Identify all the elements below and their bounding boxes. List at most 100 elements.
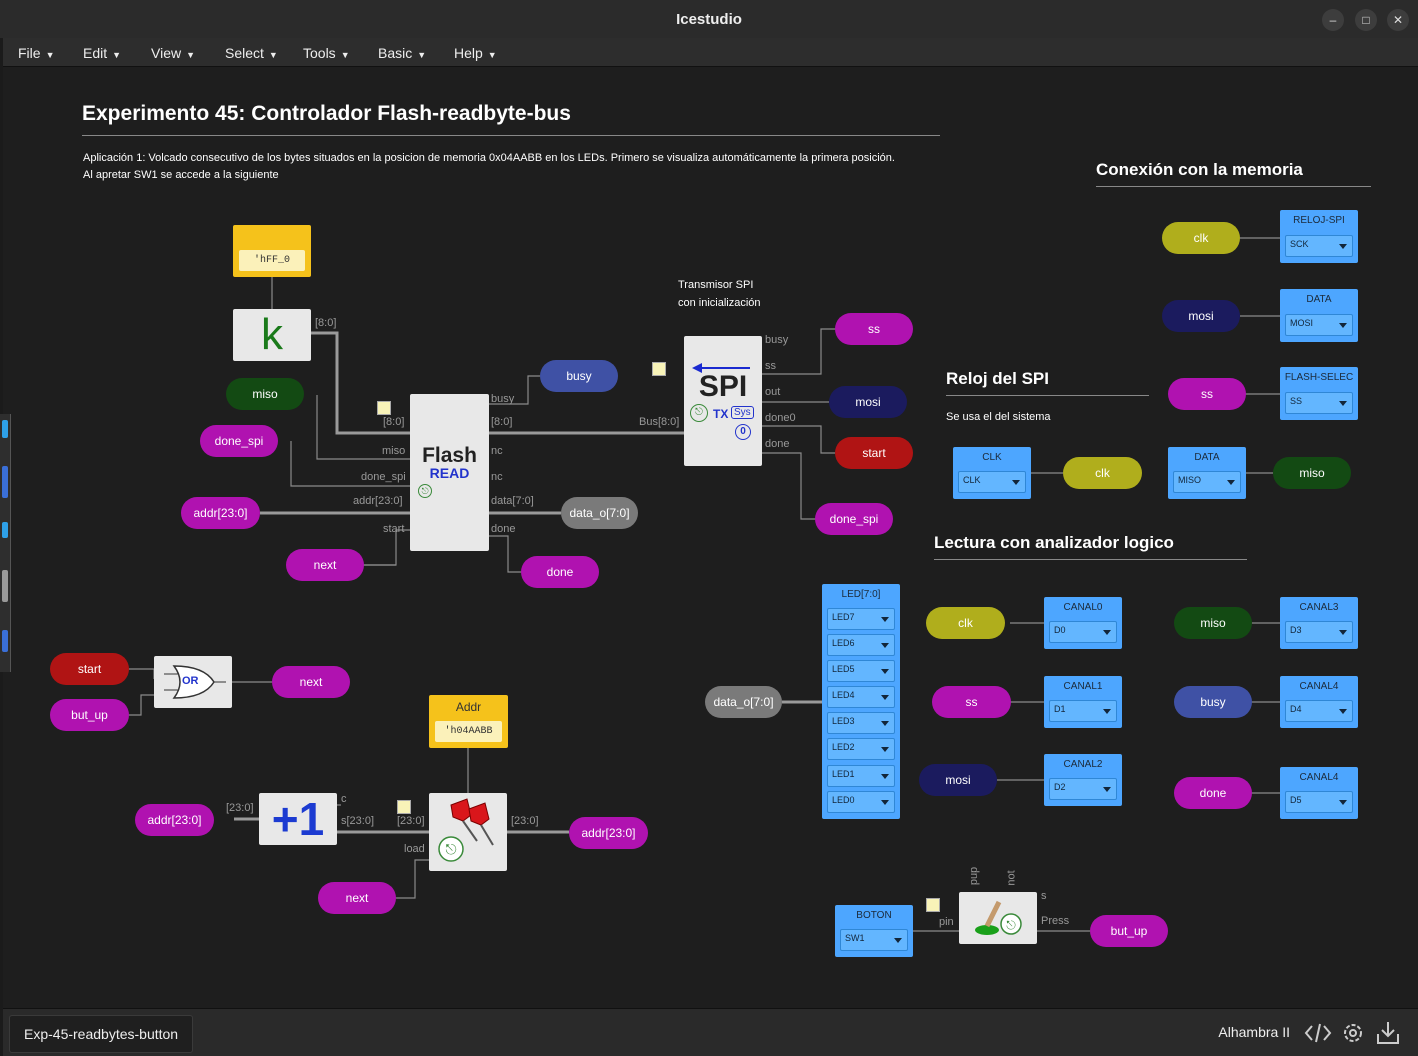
pin-canal0-select[interactable]: D0 (1049, 621, 1117, 643)
flash-read-block[interactable]: Flash READ ⎋ (410, 394, 489, 551)
or-gate-block[interactable]: OR (154, 656, 232, 708)
increment-block[interactable]: +1 (259, 793, 337, 845)
upload-icon[interactable] (1373, 1018, 1403, 1048)
label-mosi[interactable]: mosi (829, 386, 907, 418)
pin-canal3[interactable]: CANAL3 D3 (1280, 597, 1358, 649)
label-mosi-mem[interactable]: mosi (1162, 300, 1240, 332)
register-block[interactable]: ⎋ (429, 793, 507, 871)
reg-clock-pin (397, 800, 411, 814)
constant-value-addr[interactable]: 'h04AABB (435, 721, 502, 742)
led-select-4[interactable]: LED4 (827, 686, 895, 708)
label-next[interactable]: next (286, 549, 364, 581)
label-clk-mem[interactable]: clk (1162, 222, 1240, 254)
label-next-load[interactable]: next (318, 882, 396, 914)
label-start-or[interactable]: start (50, 653, 129, 685)
label-done-spi[interactable]: done_spi (200, 425, 278, 457)
label-next-or[interactable]: next (272, 666, 350, 698)
label-addr-reg[interactable]: addr[23:0] (569, 817, 648, 849)
led-select-5[interactable]: LED5 (827, 660, 895, 682)
k-block[interactable]: k (233, 309, 311, 361)
label-addr[interactable]: addr[23:0] (181, 497, 260, 529)
pin-flash-selec-select[interactable]: SS (1285, 392, 1353, 414)
svg-text:⎋: ⎋ (445, 842, 456, 858)
flash-in-miso: miso (382, 445, 406, 457)
menu-edit[interactable]: Edit▼ (83, 45, 122, 61)
pin-canal1-select[interactable]: D1 (1049, 700, 1117, 722)
pin-canal4-d5[interactable]: CANAL4 D5 (1280, 767, 1358, 819)
label-ss-canal1[interactable]: ss (932, 686, 1011, 718)
label-but-up-out[interactable]: but_up (1090, 915, 1168, 947)
pin-canal0[interactable]: CANAL0 D0 (1044, 597, 1122, 649)
pin-data-mosi-select[interactable]: MOSI (1285, 314, 1353, 336)
constant-value[interactable]: 'hFF_0 (239, 250, 305, 271)
pin-canal3-select[interactable]: D3 (1285, 621, 1353, 643)
label-addr-inc[interactable]: addr[23:0] (135, 804, 214, 836)
board-name[interactable]: Alhambra II (1218, 1024, 1290, 1040)
label-done-canal4[interactable]: done (1174, 777, 1252, 809)
gear-icon[interactable] (1338, 1018, 1368, 1048)
label-miso-canal3[interactable]: miso (1174, 607, 1252, 639)
spi-in-bus: Bus[8:0] (639, 416, 680, 428)
pin-flash-selec[interactable]: FLASH-SELEC SS (1280, 367, 1358, 420)
label-mosi-canal2[interactable]: mosi (919, 764, 997, 796)
label-busy-canal4[interactable]: busy (1174, 686, 1252, 718)
menu-help[interactable]: Help▼ (454, 45, 497, 61)
led-bus-pin[interactable]: LED[7:0] LED7 LED6 LED5 LED4 LED3 LED2 L… (822, 584, 900, 819)
description-line-2: Al apretar SW1 se accede a la siguiente (83, 169, 279, 181)
pin-reloj-spi[interactable]: RELOJ-SPI SCK (1280, 210, 1358, 263)
maximize-icon[interactable]: □ (1355, 9, 1377, 31)
label-data-o-led[interactable]: data_o[7:0] (705, 686, 782, 718)
led-select-6[interactable]: LED6 (827, 634, 895, 656)
menu-basic[interactable]: Basic▼ (378, 45, 427, 61)
pin-boton[interactable]: BOTON SW1 (835, 905, 913, 957)
pin-boton-select[interactable]: SW1 (840, 929, 908, 951)
window-titlebar: Icestudio – □ ✕ (0, 0, 1418, 38)
constant-block-addr[interactable]: Addr 'h04AABB (429, 695, 508, 748)
close-icon[interactable]: ✕ (1387, 9, 1409, 31)
pin-canal4-d4[interactable]: CANAL4 D4 (1280, 676, 1358, 728)
pin-canal2-select[interactable]: D2 (1049, 778, 1117, 800)
reg-in-load: load (404, 843, 425, 855)
label-done-spi-out[interactable]: done_spi (815, 503, 893, 535)
pin-clk[interactable]: CLK CLK (953, 447, 1031, 499)
pin-canal4-d5-select[interactable]: D5 (1285, 791, 1353, 813)
led-select-7[interactable]: LED7 (827, 608, 895, 630)
menu-tools[interactable]: Tools▼ (303, 45, 350, 61)
led-select-2[interactable]: LED2 (827, 738, 895, 760)
constant-block-k[interactable]: 'hFF_0 (233, 225, 311, 277)
label-done[interactable]: done (521, 556, 599, 588)
minimize-icon[interactable]: – (1322, 9, 1344, 31)
pin-data-miso[interactable]: DATA MISO (1168, 447, 1246, 499)
label-miso-reloj[interactable]: miso (1273, 457, 1351, 489)
menu-file[interactable]: File▼ (18, 45, 55, 61)
spi-tx-block[interactable]: SPI ⎋ TX Sys 0 (684, 336, 762, 466)
flash-block-subtitle: READ (429, 465, 470, 481)
pin-data-mosi[interactable]: DATA MOSI (1280, 289, 1358, 342)
pin-canal2[interactable]: CANAL2 D2 (1044, 754, 1122, 806)
pin-clk-select[interactable]: CLK (958, 471, 1026, 493)
menu-select[interactable]: Select▼ (225, 45, 278, 61)
label-data-o[interactable]: data_o[7:0] (561, 497, 638, 529)
menu-view[interactable]: View▼ (151, 45, 196, 61)
led-select-1[interactable]: LED1 (827, 765, 895, 787)
label-ss-mem[interactable]: ss (1168, 378, 1246, 410)
led-bus-name: LED[7:0] (841, 589, 881, 600)
pin-canal4-d4-select[interactable]: D4 (1285, 700, 1353, 722)
pin-data-miso-select[interactable]: MISO (1173, 471, 1241, 493)
window-title: Icestudio (676, 11, 742, 28)
label-busy[interactable]: busy (540, 360, 618, 392)
label-clk-canal0[interactable]: clk (926, 607, 1005, 639)
label-but-up[interactable]: but_up (50, 699, 129, 731)
pin-canal1[interactable]: CANAL1 D1 (1044, 676, 1122, 728)
button-block[interactable]: ⎋ (959, 892, 1037, 944)
file-tab[interactable]: Exp-45-readbytes-button (9, 1015, 194, 1053)
label-miso[interactable]: miso (226, 378, 304, 410)
code-icon[interactable] (1303, 1018, 1333, 1048)
pin-reloj-spi-select[interactable]: SCK (1285, 235, 1353, 257)
label-clk-reloj[interactable]: clk (1063, 457, 1142, 489)
led-select-0[interactable]: LED0 (827, 791, 895, 813)
design-canvas[interactable]: Experimento 45: Controlador Flash-readby… (3, 67, 1418, 1008)
label-ss[interactable]: ss (835, 313, 913, 345)
led-select-3[interactable]: LED3 (827, 712, 895, 734)
label-start[interactable]: start (835, 437, 913, 469)
